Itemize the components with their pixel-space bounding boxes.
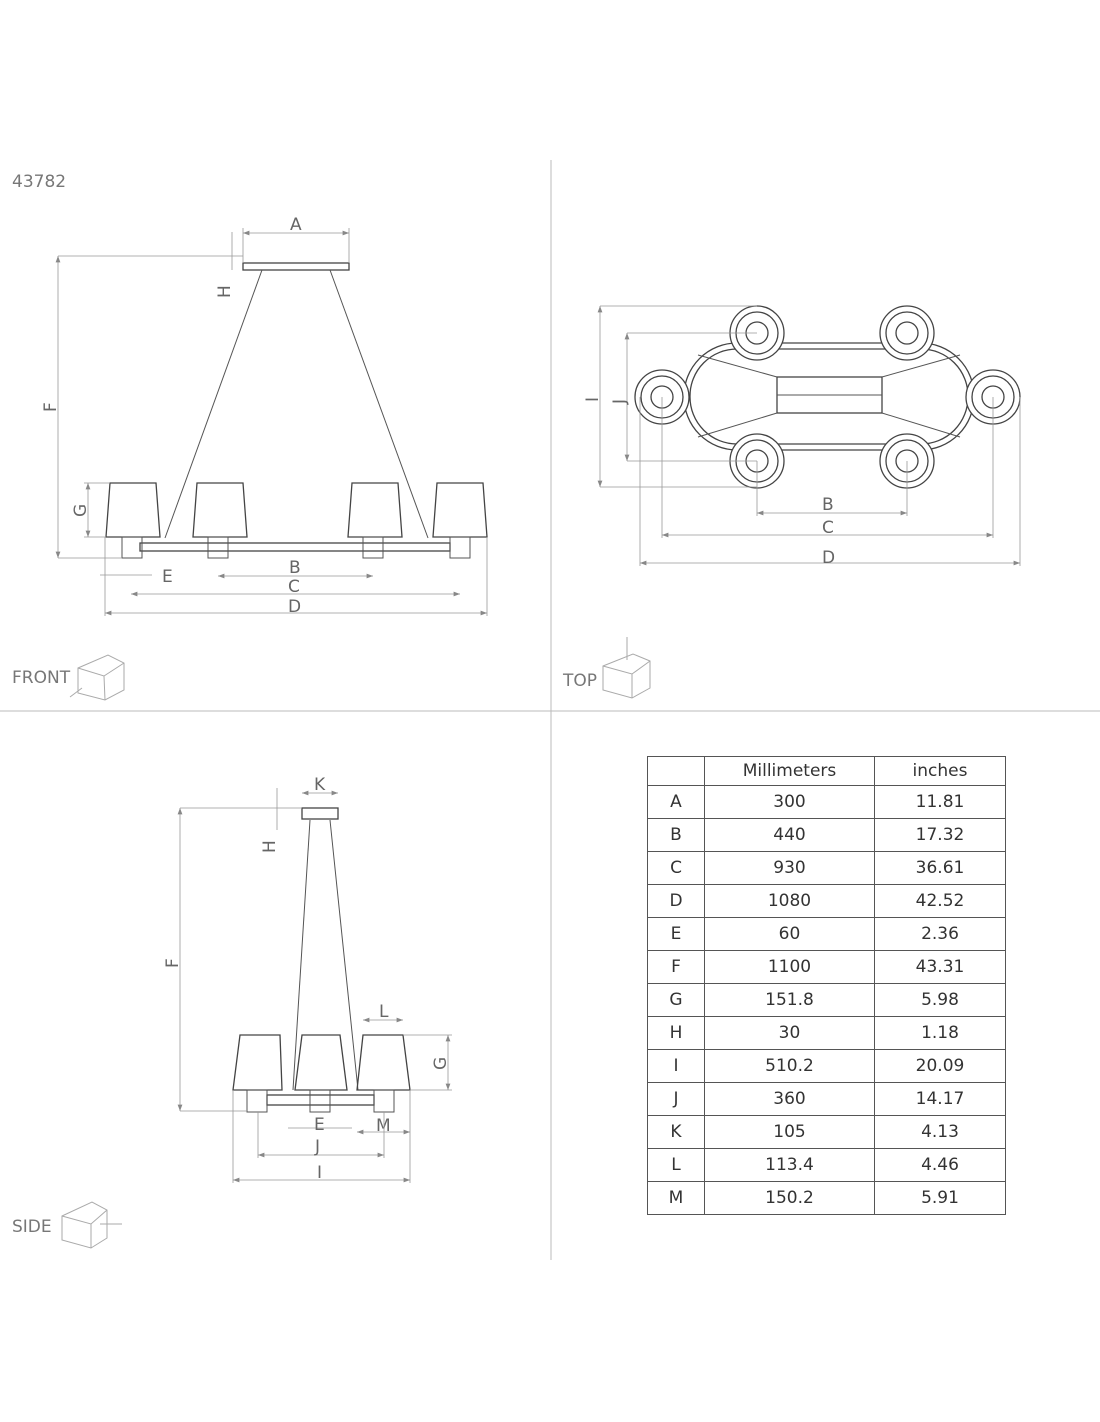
- dim-label-d: D: [822, 548, 835, 568]
- dim-label-f: F: [41, 402, 61, 412]
- cell-mm: 360: [704, 1082, 875, 1116]
- dim-label-c: C: [822, 518, 834, 538]
- dim-label-j: J: [314, 1137, 320, 1157]
- cell-letter: I: [647, 1049, 705, 1083]
- cell-letter: E: [647, 917, 705, 951]
- cell-in: 11.81: [874, 785, 1006, 819]
- cell-in: 42.52: [874, 884, 1006, 918]
- view-cube-icon: [61, 1201, 122, 1249]
- dim-label-h: H: [260, 840, 280, 853]
- top-view: I J B C D TOP: [562, 305, 1021, 699]
- cell-letter: B: [647, 818, 705, 852]
- dim-label-b: B: [822, 495, 834, 515]
- view-label-top: TOP: [562, 671, 597, 691]
- cell-letter: H: [647, 1016, 705, 1050]
- header-inches: inches: [874, 756, 1006, 786]
- cell-in: 1.18: [874, 1016, 1006, 1050]
- cell-letter: A: [647, 785, 705, 819]
- cell-letter: C: [647, 851, 705, 885]
- front-view: A F H G E B C D FRONT: [12, 215, 488, 701]
- cell-letter: M: [647, 1181, 705, 1215]
- header-millimeters: Millimeters: [704, 756, 875, 786]
- cell-in: 14.17: [874, 1082, 1006, 1116]
- dim-label-l: L: [379, 1002, 389, 1022]
- side-view: K H F L G E M J I SIDE: [12, 775, 452, 1249]
- cell-in: 4.46: [874, 1148, 1006, 1182]
- cell-letter: F: [647, 950, 705, 984]
- cell-in: 17.32: [874, 818, 1006, 852]
- cell-mm: 151.8: [704, 983, 875, 1017]
- cell-letter: L: [647, 1148, 705, 1182]
- cell-in: 43.31: [874, 950, 1006, 984]
- cell-in: 4.13: [874, 1115, 1006, 1149]
- cell-letter: K: [647, 1115, 705, 1149]
- drawing-number: 43782: [12, 172, 67, 192]
- cell-mm: 1100: [704, 950, 875, 984]
- cell-in: 5.98: [874, 983, 1006, 1017]
- lamp-rings: [634, 305, 1021, 489]
- view-label-front: FRONT: [12, 668, 71, 688]
- cell-in: 36.61: [874, 851, 1006, 885]
- lamp-shades: [105, 482, 488, 559]
- cell-letter: J: [647, 1082, 705, 1116]
- dim-label-i: I: [583, 397, 603, 402]
- cell-mm: 150.2: [704, 1181, 875, 1215]
- cell-mm: 300: [704, 785, 875, 819]
- dim-label-f: F: [163, 958, 183, 968]
- cell-mm: 930: [704, 851, 875, 885]
- dim-label-a: A: [290, 215, 302, 235]
- view-cube-icon: [602, 637, 651, 699]
- table-header: Millimeters inches: [647, 756, 1006, 786]
- cell-letter: G: [647, 983, 705, 1017]
- dim-label-d: D: [288, 597, 301, 617]
- header-letter: [647, 756, 705, 786]
- cell-letter: D: [647, 884, 705, 918]
- cell-in: 20.09: [874, 1049, 1006, 1083]
- dim-label-m: M: [376, 1116, 391, 1136]
- view-cube-icon: [69, 654, 125, 701]
- cell-mm: 1080: [704, 884, 875, 918]
- cell-mm: 30: [704, 1016, 875, 1050]
- dim-label-b: B: [289, 558, 301, 578]
- dim-label-g: G: [71, 504, 91, 517]
- dim-label-e: E: [162, 567, 173, 587]
- cell-mm: 105: [704, 1115, 875, 1149]
- dim-label-k: K: [314, 775, 326, 795]
- cell-mm: 440: [704, 818, 875, 852]
- cell-mm: 113.4: [704, 1148, 875, 1182]
- dim-label-i: I: [317, 1163, 322, 1183]
- cell-in: 5.91: [874, 1181, 1006, 1215]
- dim-label-h: H: [215, 285, 235, 298]
- dim-label-e: E: [314, 1115, 325, 1135]
- cell-mm: 60: [704, 917, 875, 951]
- dim-label-j: J: [610, 399, 630, 405]
- view-label-side: SIDE: [12, 1217, 52, 1237]
- cell-in: 2.36: [874, 917, 1006, 951]
- cell-mm: 510.2: [704, 1049, 875, 1083]
- dim-label-g: G: [431, 1057, 451, 1070]
- dim-label-c: C: [288, 577, 300, 597]
